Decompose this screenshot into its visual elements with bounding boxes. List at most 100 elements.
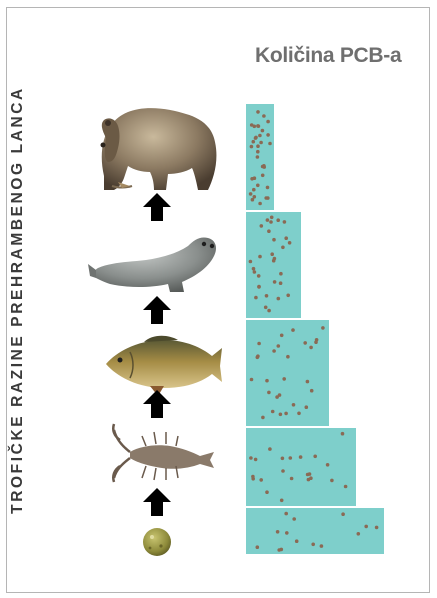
pcb-particle [280,456,285,461]
pcb-particle [276,296,281,301]
pcb-particle [294,539,299,543]
pcb-particle [253,136,258,140]
pcb-particle [281,245,285,250]
pcb-particle [259,478,264,482]
pcb-particle [256,124,261,128]
pcb-particle [306,477,311,482]
pcb-particle [272,349,276,353]
pcb-particle [259,140,263,145]
pcb-particle [265,490,269,495]
pcb-particle [305,472,310,477]
pcb-particle [276,344,281,348]
pcb-particle [262,114,266,118]
up-arrow-2 [143,296,171,324]
pcb-particle [292,517,297,521]
pcb-particle [298,455,303,459]
pcb-particle [272,256,277,261]
pcb-particle [284,511,289,516]
pcb-particle [314,340,318,345]
pcb-particle [255,155,260,159]
pcb-particle [343,484,348,489]
pcb-particle [374,525,379,530]
pcb-particle [257,341,261,346]
pcb-particle [270,252,275,256]
up-arrow-3 [143,390,171,418]
pcb-particle [264,294,269,298]
pcb-particle [364,524,369,529]
pcb-bar-level-2 [246,212,301,318]
pcb-particle [251,139,256,144]
pcb-particle [309,388,314,393]
pcb-particle [282,377,287,381]
pcb-particle [256,144,260,148]
carp-icon [106,335,222,396]
pcb-particle [267,390,271,395]
pcb-particle [256,274,261,278]
pcb-bar-level-3 [246,320,329,426]
pcb-particle [267,308,271,313]
crayfish-icon [112,423,214,483]
pcb-particle [278,281,283,286]
pcb-particle [252,187,256,192]
pcb-particle [249,377,254,382]
pcb-particle [251,266,256,271]
pcb-particle [277,548,282,552]
diagram-title: Količina PCB-a [255,44,402,67]
pcb-particle [249,144,254,149]
seal-icon [88,237,216,292]
pcb-particle [265,218,270,222]
pcb-particle [260,128,265,133]
bear-icon [100,108,217,190]
pcb-particle [249,456,253,460]
pcb-particle [270,409,275,414]
pcb-particle [261,415,265,420]
pcb-particle [259,224,264,228]
pcb-particle [304,405,309,410]
pcb-particle [340,431,345,436]
plankton-icon [143,528,171,556]
pcb-particle [253,457,258,462]
pcb-particle [265,378,269,383]
pcb-particle [309,345,313,350]
pcb-particle [258,201,262,206]
pcb-particle [284,411,288,416]
pcb-particle [279,498,284,503]
pcb-bar-level-5 [246,508,384,554]
pcb-particle [286,354,290,359]
pcb-particle [305,379,310,384]
pcb-particle [269,220,273,224]
pcb-particle [275,395,279,399]
pcb-particle [250,197,255,202]
pcb-particle [252,124,257,129]
pcb-particle [265,185,270,190]
pcb-particle [313,454,318,459]
pcb-particle [341,512,345,516]
pcb-particle [311,542,316,547]
pcb-particle [319,544,324,548]
pcb-particle [297,411,301,416]
pcb-particle [330,478,334,483]
pcb-particle [282,220,287,224]
pcb-particle [288,456,293,460]
pcb-particle [276,218,281,222]
pcb-particle [258,254,262,259]
pcb-particle [286,293,291,298]
pcb-particle [321,326,325,330]
pcb-particle [272,237,276,242]
pcb-particle [281,469,285,473]
pcb-particle [356,532,361,536]
pcb-particle [266,133,270,137]
pcb-particle [266,119,270,124]
up-arrow-4 [143,488,171,516]
pcb-particle [269,215,274,220]
pcb-bar-level-4 [246,428,356,506]
pcb-particle [272,280,277,284]
pcb-particle [303,341,308,345]
pcb-particle [284,236,289,240]
pcb-particle [285,531,289,535]
pcb-particle [248,192,253,196]
pcb-particle [262,164,266,168]
pcb-particle [279,271,283,276]
pcb-particle [248,259,253,264]
pcb-particle [277,393,282,397]
